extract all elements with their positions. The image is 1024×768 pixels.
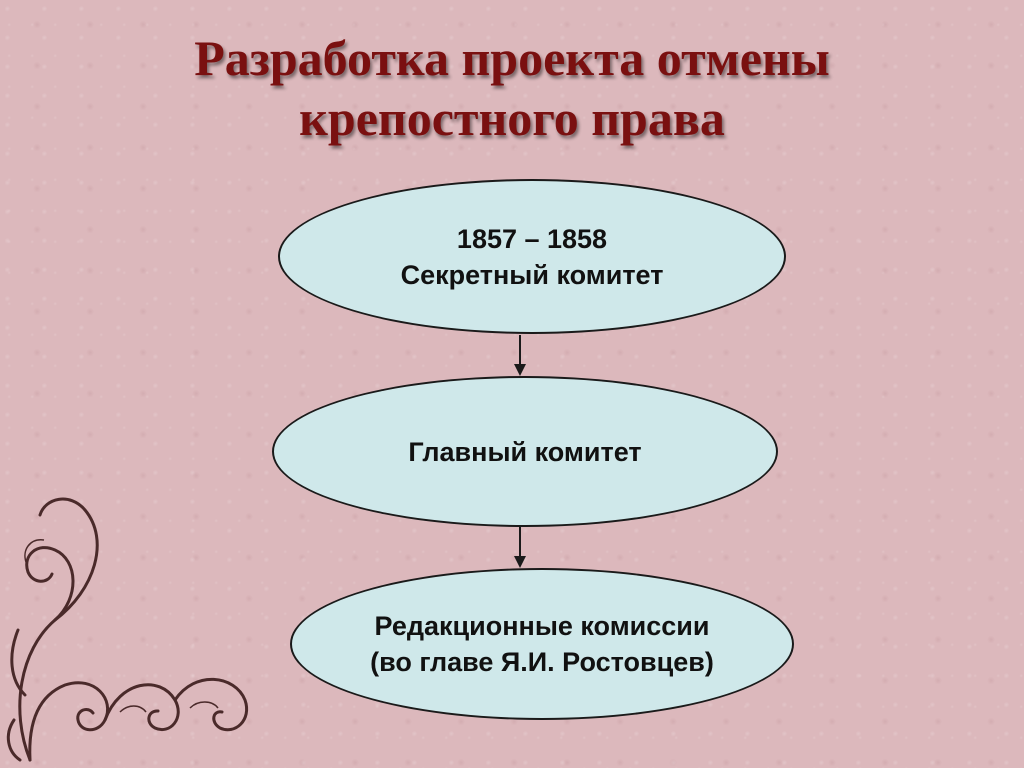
- node-editorial-commissions: Редакционные комиссии (во главе Я.И. Рос…: [290, 568, 794, 720]
- node-main-committee-label: Главный комитет: [408, 436, 642, 467]
- page-title-line-1: Разработка проекта отмены: [194, 30, 830, 86]
- swirl-ornament-icon: [6, 497, 249, 762]
- arrow-1-to-2-head: [514, 364, 526, 376]
- node-editorial-commissions-label: Редакционные комиссии: [374, 611, 710, 641]
- node-secret-committee: 1857 – 1858 Секретный комитет: [278, 179, 786, 334]
- node-main-committee: Главный комитет: [272, 376, 778, 527]
- node-editorial-commissions-head: (во главе Я.И. Ростовцев): [370, 647, 714, 677]
- arrow-2-to-3-head: [514, 556, 526, 568]
- page-title: Разработка проекта отмены крепостного пр…: [0, 28, 1024, 148]
- node-secret-committee-years: 1857 – 1858: [456, 223, 608, 254]
- page-title-line-2: крепостного права: [299, 90, 725, 146]
- node-secret-committee-label: Секретный комитет: [400, 259, 664, 290]
